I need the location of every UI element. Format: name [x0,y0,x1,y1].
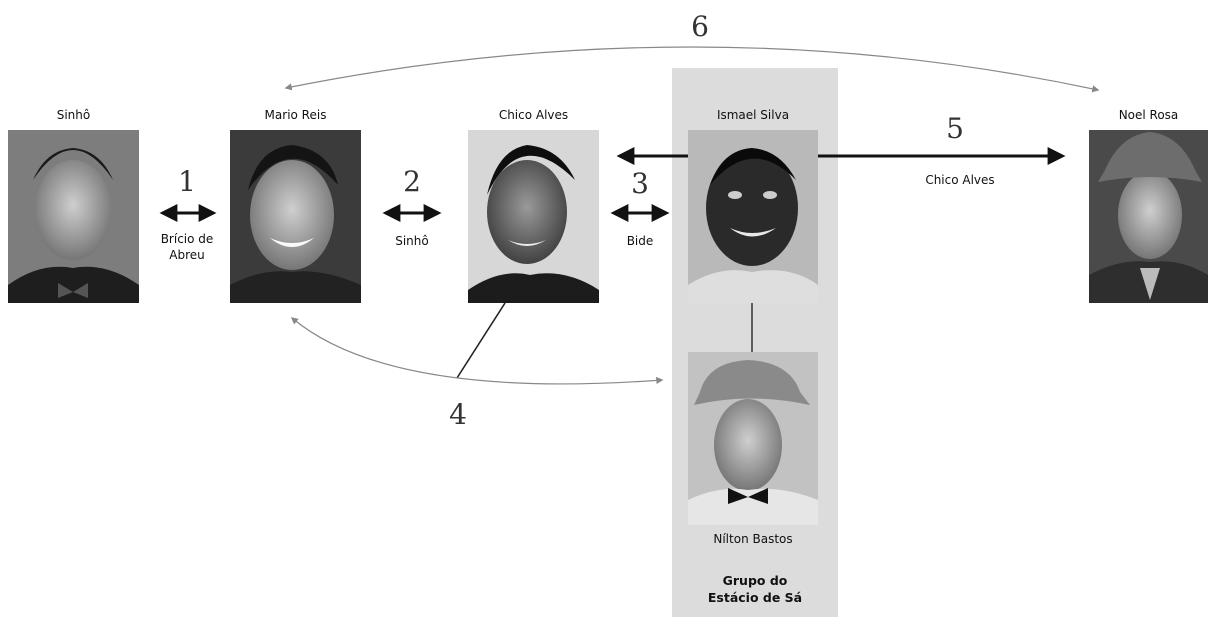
name-noel-rosa: Noel Rosa [1118,108,1179,122]
photo-ismael-silva [688,130,818,303]
group-label: Grupo do Estácio de Sá [672,572,838,606]
group-label-line1: Grupo do [722,573,788,588]
photo-noel-rosa [1089,130,1208,303]
name-sinho: Sinhô [56,108,91,122]
name-ismael-silva: Ismael Silva [716,108,790,122]
name-chico-alves: Chico Alves [498,108,569,122]
curve-6 [284,46,1100,93]
curve-4 [290,317,664,385]
link-number-1: 1 [178,165,196,198]
link-number-4: 4 [449,398,467,431]
photo-mario-reis [230,130,361,303]
photo-chico-alves [468,130,599,303]
link-label-2: Sinhô [395,234,429,248]
name-mario-reis: Mario Reis [264,108,327,122]
name-nilton-bastos: Nílton Bastos [713,532,793,546]
photo-sinho [8,130,139,303]
link-number-3: 3 [631,167,649,200]
photo-nilton-bastos [688,352,818,525]
link-number-6: 6 [691,10,709,43]
link-label-1-line2: Abreu [169,248,205,262]
link-label-3: Bide [626,234,654,248]
link-number-5: 5 [946,112,964,145]
link-number-2: 2 [403,165,421,198]
link-chico-4 [456,302,506,379]
link-label-1-line1: Brício de [160,232,214,246]
link-label-1: Brício de Abreu [148,231,226,263]
group-label-line2: Estácio de Sá [707,590,803,605]
link-label-5: Chico Alves [925,173,995,187]
